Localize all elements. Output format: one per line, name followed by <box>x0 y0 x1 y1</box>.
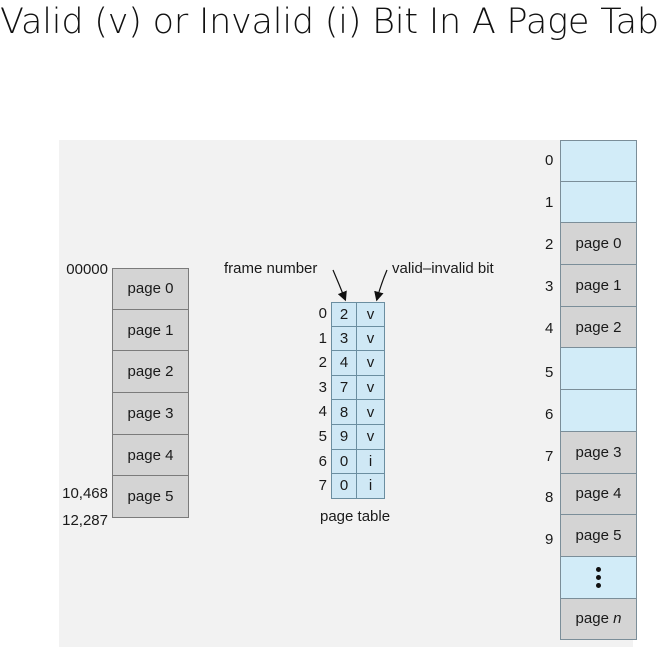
page-table-row: 3 7 v <box>319 375 385 401</box>
page-n-label: page n <box>575 610 622 628</box>
ellipsis-dot <box>596 582 601 588</box>
ellipsis-dot <box>596 574 601 580</box>
ellipsis-frame <box>560 556 637 599</box>
frame-number-cell: 2 <box>331 302 357 327</box>
frame-index: 6 <box>545 406 554 423</box>
valid-bit-cell: i <box>357 474 385 499</box>
page-table-index: 3 <box>318 378 327 396</box>
frame-index: 9 <box>545 531 554 548</box>
frame-cell: page 3 <box>560 431 637 474</box>
frame-number-cell: 0 <box>331 474 357 499</box>
valid-bit-cell: v <box>357 375 385 401</box>
frame-cell: page 4 <box>560 473 637 516</box>
page-table-index: 1 <box>318 329 327 347</box>
address-end: 12,287 <box>62 512 108 529</box>
page-table-index: 2 <box>318 354 327 372</box>
frame-cell <box>560 181 637 224</box>
valid-bit-arrow <box>374 269 388 302</box>
page-table-index: 4 <box>318 403 327 421</box>
frame-number-cell: 0 <box>331 449 357 475</box>
frame-number-cell: 3 <box>331 326 357 352</box>
frame-number-cell: 7 <box>331 375 357 401</box>
page-table-index: 5 <box>318 427 327 445</box>
frame-index: 4 <box>545 320 554 337</box>
frame-cell: page 1 <box>560 265 637 307</box>
frame-number-cell: 8 <box>331 400 357 425</box>
frame-cell: page 2 <box>560 306 637 349</box>
valid-bit-cell: v <box>357 302 385 327</box>
page-table-row: 6 0 i <box>319 449 385 475</box>
frame-cell: page 0 <box>560 223 637 266</box>
frame-index: 3 <box>545 278 554 295</box>
frame-number-label: frame number <box>224 260 318 277</box>
logical-page-2: page 2 <box>112 351 189 394</box>
valid-bit-cell: i <box>357 449 385 475</box>
frame-index: 0 <box>545 152 554 169</box>
address-page5-start: 10,468 <box>62 485 108 502</box>
page-table-row: 2 4 v <box>319 351 385 376</box>
page-table-row: 5 9 v <box>319 424 385 450</box>
logical-memory: page 0 page 1 page 2 page 3 page 4 page … <box>112 268 189 519</box>
frame-cell-page-n: page n <box>560 598 637 641</box>
frame-index: 7 <box>545 448 554 465</box>
page-table: 0 2 v 1 3 v 2 4 v 3 7 v 4 8 v 5 9 v 6 0 … <box>319 302 385 499</box>
page-table-caption: page table <box>320 508 391 525</box>
page-table-row: 0 2 v <box>319 302 385 327</box>
ellipsis-dot <box>596 566 601 572</box>
slide-title: Valid (v) or Invalid (i) Bit In A Page T… <box>0 2 660 42</box>
frame-number-arrow <box>332 269 347 302</box>
page-table-index: 6 <box>318 452 327 470</box>
logical-page-0: page 0 <box>112 268 189 310</box>
page-table-row: 4 8 v <box>319 400 385 425</box>
page-table-index: 0 <box>318 305 327 322</box>
frame-number-cell: 9 <box>331 424 357 450</box>
frame-number-cell: 4 <box>331 351 357 376</box>
logical-page-3: page 3 <box>112 393 189 435</box>
valid-bit-cell: v <box>357 424 385 450</box>
logical-page-5: page 5 <box>112 476 189 519</box>
frame-cell <box>560 140 637 182</box>
frame-index: 8 <box>545 489 554 506</box>
physical-memory: page 0 page 1 page 2 page 3 page 4 page … <box>560 140 637 641</box>
frame-cell <box>560 348 637 391</box>
frame-index: 5 <box>545 364 554 381</box>
valid-bit-cell: v <box>357 351 385 376</box>
logical-page-4: page 4 <box>112 434 189 477</box>
frame-cell: page 5 <box>560 515 637 557</box>
valid-bit-cell: v <box>357 326 385 352</box>
address-start: 00000 <box>66 261 108 278</box>
page-table-row: 1 3 v <box>319 326 385 352</box>
frame-cell <box>560 390 637 432</box>
valid-invalid-label: valid–invalid bit <box>392 260 494 277</box>
frame-index: 2 <box>545 236 554 253</box>
logical-page-1: page 1 <box>112 309 189 352</box>
valid-bit-cell: v <box>357 400 385 425</box>
page-table-index: 7 <box>318 477 327 495</box>
page-table-row: 7 0 i <box>319 474 385 499</box>
frame-index: 1 <box>545 194 554 211</box>
